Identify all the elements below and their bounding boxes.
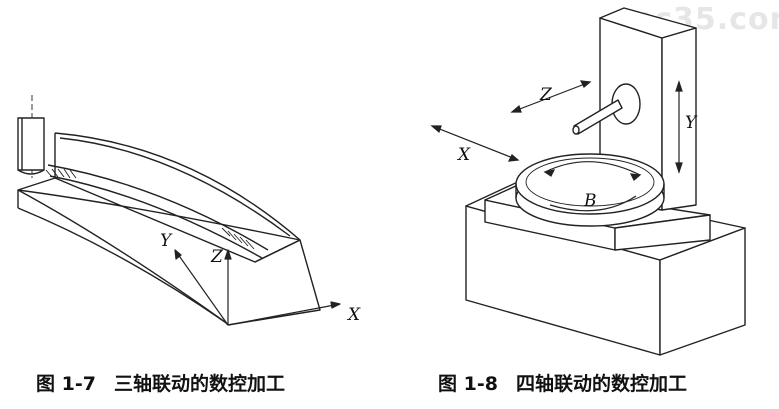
three-axis-drawing: Y Z X [17,95,361,326]
workpiece-bottom-curve [17,207,226,323]
caption-figure-1-7: 图 1-7 三轴联动的数控加工 [36,369,285,396]
caption-number: 图 1-8 [438,373,498,395]
groove-outer [47,164,269,251]
slide-side [614,214,711,251]
cutting-tool [17,95,45,178]
groove-inner [49,175,263,259]
workpiece-side-inner [254,239,301,263]
x-arrow [431,125,519,161]
caption-title: 四轴联动的数控加工 [515,373,687,395]
workpiece-front-face [17,189,229,326]
z-arrow [511,81,591,113]
workpiece-side [227,239,321,326]
workpiece-outer-edge [54,132,301,241]
figure-four-axis: Z X Y B 图 1-8 四轴联动的数控加工 [400,0,779,409]
caption-figure-1-8: 图 1-8 四轴联动的数控加工 [438,369,687,396]
z-axis-label: Z [539,85,553,105]
workpiece-top-face [17,177,301,263]
x-axis-label: X [456,145,471,165]
base-side [659,227,746,356]
b-axis-label: B [583,191,597,211]
b-rotation-arrow [544,161,641,176]
axis-system [174,249,341,326]
caption-title: 三轴联动的数控加工 [113,373,285,395]
groove-top [59,137,291,237]
four-axis-drawing: Z X Y B [430,7,746,356]
caption-number: 图 1-7 [36,373,96,395]
y-axis-label: Y [685,113,698,133]
figure-three-axis: Y Z X 图 1-7 三轴联动的数控加工 [17,95,361,396]
motion-arrows [430,80,683,212]
z-axis-label: Z [210,247,224,267]
y-axis-label: Y [160,231,173,251]
x-axis-label: X [346,305,361,325]
